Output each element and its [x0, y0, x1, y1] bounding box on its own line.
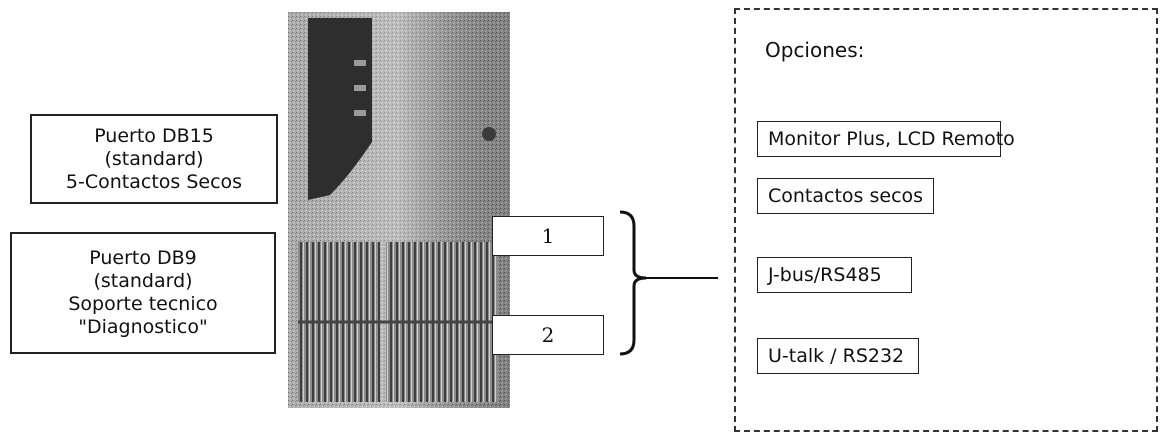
db15-description: 5-Contactos Secos — [66, 171, 242, 194]
db15-port-label: Puerto DB15 (standard) 5-Contactos Secos — [30, 114, 278, 204]
ports-bracket — [620, 212, 646, 354]
options-title: Opciones: — [765, 38, 864, 62]
db9-diagnostic: "Diagnostico" — [78, 316, 207, 339]
slot-2-number: 2 — [542, 323, 555, 347]
db9-port-label: Puerto DB9 (standard) Soporte tecnico "D… — [10, 232, 276, 354]
db9-standard: (standard) — [93, 270, 192, 293]
option-jbus-rs485-label: J-bus/RS485 — [768, 264, 882, 286]
db9-support: Soporte tecnico — [68, 293, 217, 316]
slot-2-label: 2 — [492, 315, 604, 355]
option-dry-contacts-label: Contactos secos — [768, 185, 923, 207]
option-utalk-rs232: U-talk / RS232 — [757, 338, 919, 374]
option-monitor-plus-label: Monitor Plus, LCD Remoto — [768, 128, 1015, 150]
option-monitor-plus: Monitor Plus, LCD Remoto — [757, 121, 1001, 157]
option-utalk-rs232-label: U-talk / RS232 — [768, 345, 904, 367]
slot-1-label: 1 — [492, 216, 604, 256]
db15-standard: (standard) — [104, 148, 203, 171]
option-jbus-rs485: J-bus/RS485 — [757, 257, 912, 293]
slot-1-number: 1 — [542, 224, 555, 248]
db15-title: Puerto DB15 — [94, 125, 214, 148]
option-dry-contacts: Contactos secos — [757, 178, 934, 214]
ups-tower-image — [288, 12, 510, 408]
db9-title: Puerto DB9 — [89, 247, 197, 270]
